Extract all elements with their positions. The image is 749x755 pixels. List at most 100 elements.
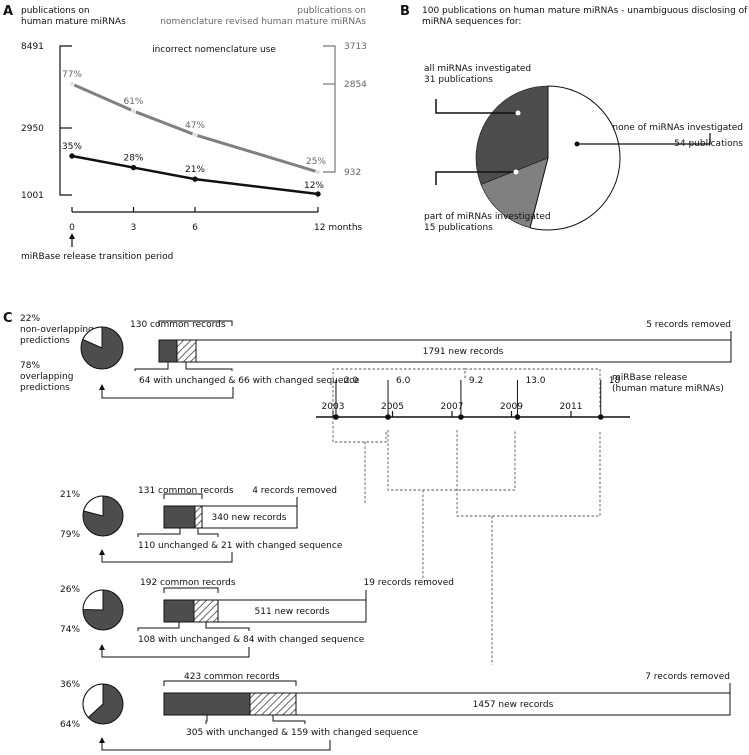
- series-2-line: [71, 154, 319, 196]
- series-2-data-label: 28%: [123, 154, 143, 164]
- series-2-point: [130, 164, 137, 171]
- row2-common-label: 131 common records: [138, 486, 234, 496]
- row3-pie-top-pct: 26%: [60, 585, 80, 595]
- right-tick-bottom: 932: [344, 168, 361, 178]
- series-1-data-label: 77%: [62, 70, 82, 80]
- row4-removed-label: 7 records removed: [645, 672, 730, 682]
- row1-pie-bottom-pct: 78%: [20, 361, 40, 371]
- row1-common-bracket: [158, 320, 233, 326]
- row-release-13: 36% 64% 423 common records 7 records rem…: [60, 672, 731, 751]
- row2-sequence-label: 110 unchanged & 21 with changed sequence: [138, 541, 343, 551]
- row2-changed-leader: [197, 528, 219, 537]
- panel-b-title-line2: miRNA sequences for:: [422, 17, 521, 27]
- row4-pie-top-pct: 36%: [60, 680, 80, 690]
- series-1-point: [69, 81, 75, 87]
- row1-unchanged-bar: [158, 339, 178, 363]
- series-2-point: [69, 153, 75, 159]
- label-part-line2: 15 publications: [424, 223, 493, 233]
- label-none-line1: none of miRNAs investigated: [612, 123, 743, 133]
- right-axis: [323, 45, 336, 173]
- row4-pie-bottom-pct: 64%: [60, 720, 80, 730]
- panel-b-label: B: [400, 4, 410, 19]
- callout-all-dot: [515, 110, 521, 116]
- row-release-18: 22% non-overlapping predictions 78% over…: [20, 314, 732, 399]
- left-tick-mid: 2950: [21, 124, 44, 134]
- callout-part-line: [435, 171, 516, 185]
- series-1-point: [192, 132, 198, 138]
- row2-pie-top-pct: 21%: [60, 490, 80, 500]
- pie-slice-1: [475, 85, 549, 185]
- series-1-line: [71, 82, 319, 174]
- row4-common-bracket: [163, 680, 297, 686]
- left-axis-title-line2: human mature miRNAs: [21, 17, 126, 27]
- panel-b: B 100 publications on human mature miRNA…: [400, 4, 748, 233]
- release-dot: [458, 414, 464, 420]
- row1-new-label: 1791 new records: [423, 347, 504, 357]
- x-tick-label: 3: [131, 223, 137, 233]
- row1-pie-bottom-desc2: predictions: [20, 383, 70, 393]
- row2-common-bracket: [163, 493, 203, 499]
- release-dot: [385, 414, 391, 420]
- panel-c: C 22% non-overlapping predictions 78% ov…: [3, 311, 732, 751]
- row3-common-bracket: [163, 587, 219, 593]
- release-label: 2.0: [344, 376, 359, 386]
- left-axis: [59, 45, 72, 196]
- row4-arrow-up-icon: [99, 737, 105, 743]
- timeline-year-label: 2007: [441, 402, 464, 412]
- row3-arrow-up-icon: [99, 644, 105, 650]
- annotation-incorrect-nomenclature: incorrect nomenclature use: [152, 45, 276, 55]
- release-label: 6.0: [396, 376, 411, 386]
- left-tick-bottom: 1001: [21, 191, 44, 201]
- row3-pie: [82, 589, 124, 631]
- pie-chart-b: [475, 85, 621, 231]
- row3-removed-label: 19 records removed: [363, 578, 454, 588]
- row2-changed-bar: [194, 505, 203, 529]
- series-1-point: [315, 169, 321, 175]
- panel-a-label: A: [3, 4, 13, 19]
- label-none-line2: 54 publications: [674, 139, 743, 149]
- row1-unchanged-leader: [134, 362, 169, 371]
- callout-none-line: [577, 133, 711, 145]
- row3-changed-leader: [205, 622, 250, 631]
- release-label: 18: [609, 376, 621, 386]
- left-axis-title-line1: publications on: [21, 6, 90, 16]
- row1-feedback-line: [101, 387, 234, 399]
- line-chart-area: 77%61%47%25%35%28%21%12%: [62, 70, 326, 197]
- label-part-line1: part of miRNAs investigated: [424, 212, 551, 222]
- row1-new-bar: [195, 339, 732, 363]
- row1-pie-top-desc2: predictions: [20, 336, 70, 346]
- timeline-year-label: 2009: [500, 402, 523, 412]
- series-1-data-label: 25%: [306, 157, 326, 167]
- right-axis-title-line1: publications on: [297, 6, 366, 16]
- pie-slice-2: [480, 157, 549, 229]
- row3-common-label: 192 common records: [140, 578, 236, 588]
- row1-pie: [80, 326, 124, 370]
- right-tick-mid: 2854: [344, 80, 367, 90]
- release-dot: [514, 414, 521, 420]
- series-2-point: [315, 191, 321, 197]
- series-2-data-label: 21%: [185, 165, 205, 175]
- row1-pie-top-desc1: non-overlapping: [20, 325, 94, 335]
- row2-unchanged-bar: [163, 505, 196, 529]
- row2-removed-label: 4 records removed: [252, 486, 337, 496]
- row-release-6: 21% 79% 131 common records 4 records rem…: [60, 486, 343, 563]
- timeline-connectors: [332, 368, 601, 665]
- timeline-year-label: 2003: [322, 402, 345, 412]
- panel-c-label: C: [3, 311, 13, 326]
- row3-pie-bottom-pct: 74%: [60, 625, 80, 635]
- row4-changed-leader: [272, 715, 306, 724]
- row1-removed-label: 5 records removed: [646, 320, 731, 330]
- left-tick-top: 8491: [21, 42, 44, 52]
- series-1-point: [130, 108, 137, 114]
- row3-sequence-label: 108 with unchanged & 84 with changed seq…: [138, 635, 365, 645]
- timeline-title-line2: (human mature miRNAs): [612, 384, 724, 394]
- row4-unchanged-bar: [163, 692, 251, 716]
- panel-a: A publications on human mature miRNAs pu…: [3, 4, 367, 262]
- row2-pie-bottom-pct: 79%: [60, 530, 80, 540]
- series-2-data-label: 12%: [304, 181, 324, 191]
- row1-changed-bar: [176, 339, 197, 363]
- row3-unchanged-bar: [163, 599, 195, 623]
- row4-unchanged-leader: [205, 715, 208, 724]
